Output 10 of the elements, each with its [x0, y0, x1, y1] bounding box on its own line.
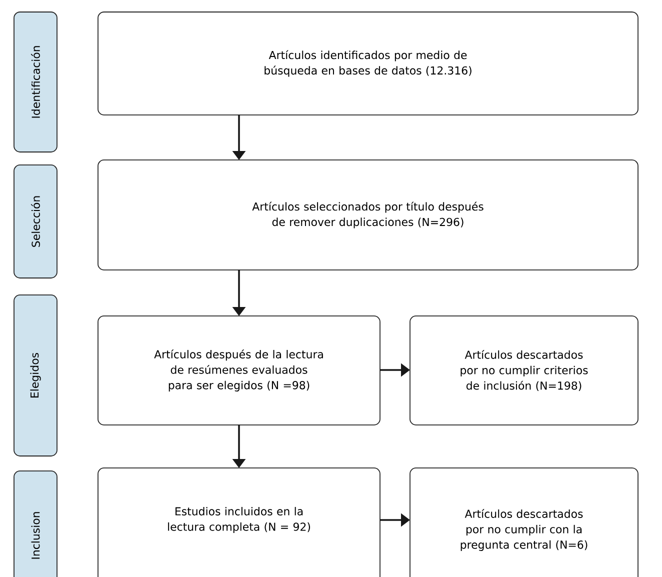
process-box: Estudios incluidos en la lectura completa (N = 92) [98, 468, 380, 577]
process-box: Artículos seleccionados por título después de remover duplicaciones (N=296) [98, 160, 638, 270]
stage-label: Selección [14, 164, 58, 278]
process-box: Artículos descartados por no cumplir criterios de inclusión (N=198) [410, 316, 638, 426]
stage-label: Inclusion [14, 470, 58, 577]
process-box: Artículos identificados por medio de búsqueda en bases de datos (12.316) [98, 12, 638, 116]
stage-label: Identificación [14, 12, 58, 152]
process-box: Artículos después de la lectura de resúmenes evaluados para ser elegidos (N =98) [98, 316, 380, 426]
process-box: Artículos descartados por no cumplir con la pregunta central (N=6) [410, 468, 638, 577]
stage-label: Elegidos [14, 294, 58, 456]
